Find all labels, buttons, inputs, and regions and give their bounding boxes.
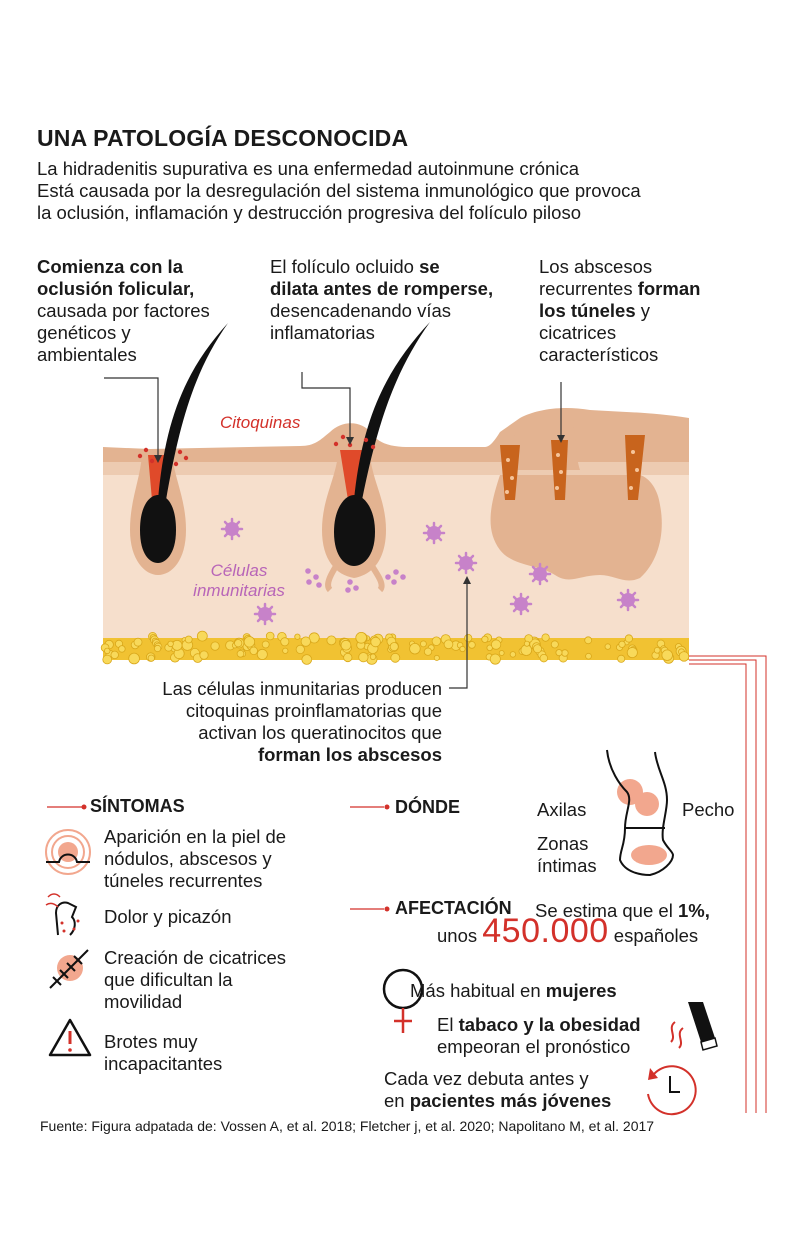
stage1-line: genéticos y [37,322,131,343]
stage3-line: cicatrices [539,322,617,343]
stage2-bold: se [419,256,440,277]
intro-line: Está causada por la desregulación del si… [37,180,641,201]
intro-line: La hidradenitis supurativa es una enferm… [37,158,579,179]
mujeres-normal: Más habitual en [410,980,546,1001]
tunnels [500,435,645,500]
symptom-line: túneles recurrentes [104,870,263,891]
stage3-label: Los abscesos recurrentes forman los túne… [539,256,700,366]
tabaco-bold: tabaco y la obesidad [458,1014,641,1035]
celulas-line: Células [210,561,268,580]
zonas-line: Zonas [537,833,589,854]
stage2-bold: dilata antes de romperse, [270,278,494,299]
clock-icon [647,1065,697,1116]
zonas-label: Zonas íntimas [537,833,597,877]
stage2-line: inflamatorias [270,322,375,343]
afectacion-heading: AFECTACIÓN [395,898,512,918]
celulas-line: inmunitarias [193,581,285,600]
symptom-line: Dolor y picazón [104,906,232,927]
pointer-lines [104,372,562,689]
mujeres-text: Más habitual en mujeres [410,980,617,1002]
symptom-outbreaks: Brotes muy incapacitantes [104,1031,222,1075]
afectacion-text: españoles [608,925,699,946]
warning-icon [48,1018,92,1057]
stage3-bold: los túneles [539,300,636,321]
stage3-bold: forman [637,278,701,299]
page-title: UNA PATOLOGÍA DESCONOCIDA [37,125,409,151]
scar-icon [49,949,89,989]
stage3-text: recurrentes [539,278,638,299]
immune-note: Las células inmunitarias producen citoqu… [100,678,442,766]
female-icon [382,968,424,1033]
tabaco-line2: empeoran el pronóstico [437,1036,631,1057]
stage1-bold: oclusión folicular, [37,278,195,299]
axilas-label: Axilas [537,799,587,820]
symptom-line: Brotes muy [104,1031,198,1052]
stage2-text: El folículo ocluido [270,256,420,277]
sintomas-heading: SÍNTOMAS [90,796,185,816]
tabaco-text: El tabaco y la obesidad empeoran el pron… [437,1014,641,1058]
citoquinas-label: Citoquinas [220,413,301,432]
pecho-label: Pecho [682,799,735,820]
afectacion-percent: 1%, [677,900,710,921]
symptom-line: incapacitantes [104,1053,223,1074]
nodule-icon [45,829,91,875]
jovenes-bold: pacientes más jóvenes [409,1090,612,1111]
stage3-line: característicos [539,344,659,365]
mujeres-bold: mujeres [545,980,617,1001]
stage1-bold: Comienza con la [37,256,183,277]
source-text: Fuente: Figura adpatada de: Vossen A, et… [40,1118,655,1134]
symptom-line: movilidad [104,991,183,1012]
red-guide-lines [689,655,767,1113]
afectacion-line1: Se estima que el 1%, [535,900,710,922]
tobacco-icon [670,1002,718,1051]
donde-heading: DÓNDE [395,797,461,817]
intro-line: la oclusión, inflamación y destrucción p… [37,202,581,223]
stage1-line: causada por factores [37,300,210,321]
stage3-line: Los abscesos [539,256,653,277]
section-bullets [47,804,390,912]
follicle-2 [305,322,430,593]
jovenes-line1: Cada vez debuta antes y [384,1068,589,1089]
fat-layer [100,630,690,665]
zonas-line: íntimas [537,855,597,876]
stage1-line: ambientales [37,344,137,365]
stage2-line: desencadenando vías [270,300,452,321]
stage1-label: Comienza con la oclusión folicular, caus… [37,256,210,366]
symptom-line: que dificultan la [104,969,233,990]
intro-text: La hidradenitis supurativa es una enferm… [37,158,757,224]
itch-icon [45,893,80,936]
afectacion-number: 450.000 [482,912,609,950]
stage3-text: y [635,300,651,321]
jovenes-pre: en [384,1090,410,1111]
celulas-label: Células inmunitarias [180,561,298,601]
symptom-line: nódulos, abscesos y [104,848,272,869]
symptom-line: Creación de cicatrices [104,947,286,968]
follicle-1 [130,323,228,575]
symptom-line: Aparición en la piel de [104,826,287,847]
symptom-pain: Dolor y picazón [104,906,232,928]
symptom-nodules: Aparición en la piel de nódulos, absceso… [104,826,286,892]
immune-note-line: Las células inmunitarias producen [162,678,442,699]
immune-note-line: citoquinas proinflamatorias que [185,700,442,721]
symptom-scars: Creación de cicatrices que dificultan la… [104,947,286,1013]
body-silhouette-icon [606,749,674,877]
abscess-cavity [490,475,662,581]
immune-note-line: activan los queratinocitos que [198,722,442,743]
jovenes-text: Cada vez debuta antes y en pacientes más… [384,1068,611,1112]
immune-note-bold: forman los abscesos [257,744,442,765]
afectacion-text: Se estima que el [535,900,678,921]
afectacion-line2: unos 450.000 españoles [437,914,699,948]
afectacion-text: unos [437,925,483,946]
tabaco-pre: El [437,1014,459,1035]
stage2-label: El folículo ocluido se dilata antes de r… [270,256,493,344]
